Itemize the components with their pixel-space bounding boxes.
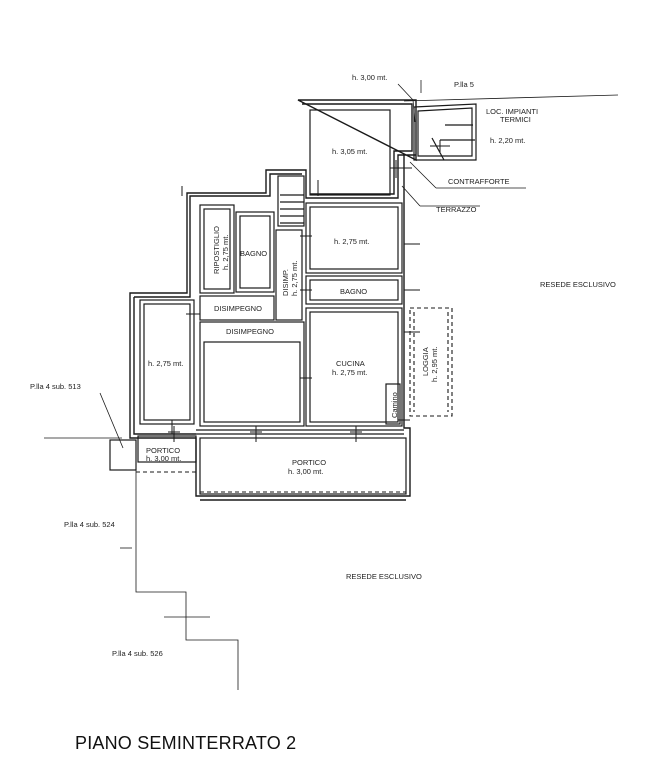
label-h-275-room: h. 2,75 mt. [334, 237, 369, 246]
leader-lines [401, 161, 526, 207]
label-ripostiglio: RIPOSTIGLIO [212, 226, 221, 274]
label-bagno-right: BAGNO [340, 287, 367, 296]
label-cucina-h: h. 2,75 mt. [332, 368, 367, 377]
label-bagno-left: BAGNO [240, 249, 267, 258]
label-disimpegno: DISIMPEGNO [226, 327, 274, 336]
label-ripostiglio-h: h. 2,75 mt. [221, 235, 230, 270]
label-loc-impianti: LOC. IMPIANTI [486, 107, 538, 116]
label-resede-right: RESEDE ESCLUSIVO [540, 280, 616, 289]
property-lines [44, 80, 619, 690]
label-loggia-h: h. 2,95 mt. [430, 347, 439, 382]
label-portico-big: PORTICO [292, 458, 326, 467]
label-loggia: LOGGIA [421, 347, 430, 376]
label-camino: Camino [390, 392, 399, 418]
label-resede-bottom: RESEDE ESCLUSIVO [346, 572, 422, 581]
building-outline [129, 99, 417, 501]
label-plla5: P.lla 5 [454, 80, 474, 89]
label-cucina: CUCINA [336, 359, 365, 368]
label-contrafforte: CONTRAFFORTE [448, 177, 510, 186]
label-portico-small: PORTICO [146, 446, 180, 455]
label-plla4-513: P.lla 4 sub. 513 [30, 382, 81, 391]
label-h-275-left: h. 2,75 mt. [148, 359, 183, 368]
label-plla4-526: P.lla 4 sub. 526 [112, 649, 163, 658]
label-h-300-top: h. 3,00 mt. [352, 73, 387, 82]
label-portico-big-h: h. 3,00 mt. [288, 467, 323, 476]
drawing-title: PIANO SEMINTERRATO 2 [75, 733, 297, 753]
technical-room [413, 103, 477, 161]
label-plla4-524: P.lla 4 sub. 524 [64, 520, 115, 529]
label-disimpegno-top: DISIMPEGNO [214, 304, 262, 313]
label-h-305: h. 3,05 mt. [332, 147, 367, 156]
label-terrazzo: TERRAZZO [436, 205, 477, 214]
label-termici: TERMICI [500, 115, 531, 124]
dashed-openings [136, 307, 453, 493]
label-h-220: h. 2,20 mt. [490, 136, 525, 145]
label-disimp-h: h. 2,75 mt. [290, 261, 299, 296]
door-marks [168, 140, 450, 442]
interior-walls [109, 109, 407, 495]
label-portico-small-h: h. 3,00 mt. [146, 454, 181, 463]
label-disimp: DISIMP. [281, 269, 290, 296]
